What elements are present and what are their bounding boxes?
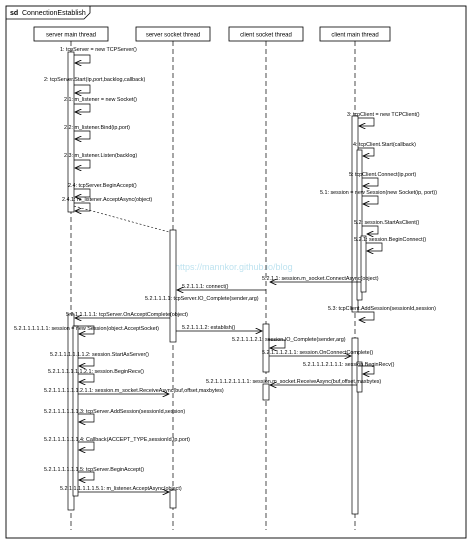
activation-bar: [356, 149, 363, 301]
self-call: [358, 365, 375, 374]
message-label: 5.2.1.1.1.2.1: session.IO_Complete(sende…: [232, 337, 346, 343]
message-label: 5.2.1.1.1.2.1.1.1.1: session.m_socket.Re…: [206, 379, 381, 385]
message-label: 5.2.1.1.1.2: establish(): [182, 325, 236, 331]
message-label: 3: tcpClient = new TCPClient(): [347, 112, 420, 118]
self-call: [78, 441, 95, 450]
message-label: 5.2.1.1.1.1.1.1.3: tcpServer.AddSession(…: [44, 409, 185, 415]
message-label: 2.1: m_listener = new Socket(): [64, 97, 137, 103]
message-label: 5.2.1.1.1.1.1.1.4: Callback(ACCEPT_TYPE,…: [44, 437, 190, 443]
message-label: 2.4: tcpServer.BeginAccept(): [68, 183, 137, 189]
self-call: [269, 339, 286, 348]
message-label: 5.2.1.1.1.1: tcpServer.IO_Complete(sende…: [145, 296, 259, 302]
lifeline-name-client-socket: client socket thread: [240, 33, 292, 39]
activation-bar: [169, 229, 177, 343]
self-call: [78, 471, 95, 480]
lifeline-name-client-main: client main thread: [331, 33, 378, 39]
message-label: 5.2.1.1.1.1.1.1.2: session.StartAsServer…: [50, 352, 149, 358]
message-label: 2: tcpServer.Start(ip,port,backlog,callb…: [44, 77, 145, 83]
message-label: 2.2: m_listener.Bind(ip,port): [64, 125, 130, 131]
lifeline-name-server-socket: server socket thread: [146, 33, 200, 39]
message-label: 5.2: session.StartAsClient(): [354, 220, 420, 226]
frame-title-tab: [6, 6, 91, 20]
message-label: 5.2.1.1.1.1.1.1.5.1: m_listener.AcceptAs…: [60, 486, 182, 492]
message-label: 5.2.1.1.1.2.1.1.1: session.BeginRecv(): [303, 362, 395, 368]
message-label: 5.2.1.1.1.1.1: tcpServer.OnAcceptComplet…: [66, 312, 188, 318]
message-label: 5.1: session = new Session(new Socket(ip…: [320, 190, 437, 196]
message-label: 5.3: tcpClient.AddSession(sessionId,sess…: [328, 306, 436, 312]
message-label: 2.4.1: m_listener.AcceptAsync(object): [62, 197, 152, 203]
self-call-group: [74, 54, 91, 211]
message-label: 5.2.1.1.1.2.1.1: session.OnConnectComple…: [262, 350, 373, 356]
self-call-group: [358, 117, 383, 320]
activation-bar: [351, 337, 359, 515]
message-label: 2.3: m_listener.Listen(backlog): [64, 153, 137, 159]
activation-bar: [262, 383, 270, 401]
async-arrow: [73, 205, 170, 233]
frame-keyword: sd: [10, 10, 18, 17]
message-label: 5.2.1: session.BeginConnect(): [354, 237, 426, 243]
message-label: 5.2.1.1.1: connect(): [182, 284, 229, 290]
activation-bar: [262, 323, 270, 373]
activation-bar: [356, 361, 363, 393]
activation-bar: [360, 235, 367, 293]
activation-bar: [169, 489, 177, 509]
self-call: [74, 325, 95, 334]
message-label: 5.2.1.1: session.m_socket.ConnectAsync(o…: [262, 276, 379, 282]
frame-name: ConnectionEstablish: [22, 10, 86, 17]
activation-bar: [67, 51, 75, 213]
message-label: 4: tcpClient.Start(callback): [353, 142, 416, 148]
message-label: 5.2.1.1.1.1.1.1.2.1: session.BeginRecv(): [48, 369, 144, 375]
watermark-text: https://mannkor.github.io/blog: [175, 262, 293, 272]
lifeline-name-server-main: server main thread: [46, 33, 96, 39]
self-call: [78, 373, 95, 382]
message-label: 5.2.1.1.1.1.1.1.5: tcpServer.BeginAccept…: [44, 467, 144, 473]
self-call: [78, 413, 95, 422]
message-label: 5.2.1.1.1.1.1.1: session = new Session(o…: [14, 326, 159, 332]
message-label: 5.2.1.1.1.1.1.1.2.1.1: session.m_socket.…: [44, 388, 224, 394]
message-label: 1: tcpServer = new TCPServer(): [60, 47, 137, 53]
message-label: 5: tcpClient.Connect(ip,port): [349, 172, 416, 178]
self-call: [78, 357, 95, 366]
